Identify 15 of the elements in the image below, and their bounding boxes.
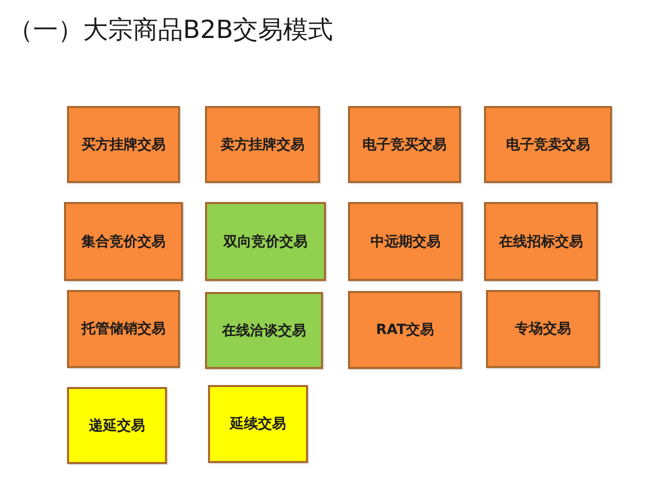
category-box: 中远期交易	[348, 202, 463, 281]
category-box: RAT交易	[348, 291, 462, 369]
category-box: 专场交易	[486, 290, 600, 368]
category-box: 在线洽谈交易	[205, 292, 323, 369]
category-box: 电子竞卖交易	[484, 106, 612, 183]
category-box: 递延交易	[67, 387, 167, 464]
title: （一）大宗商品B2B交易模式	[8, 14, 334, 46]
category-box: 在线招标交易	[484, 202, 598, 281]
category-box: 双向竞价交易	[205, 202, 326, 281]
category-box: 卖方挂牌交易	[205, 106, 320, 183]
category-box: 托管储销交易	[67, 290, 180, 368]
category-box: 电子竞买交易	[348, 106, 461, 183]
category-box: 集合竞价交易	[64, 202, 183, 281]
category-box: 延续交易	[208, 385, 308, 463]
category-box: 买方挂牌交易	[67, 106, 180, 183]
